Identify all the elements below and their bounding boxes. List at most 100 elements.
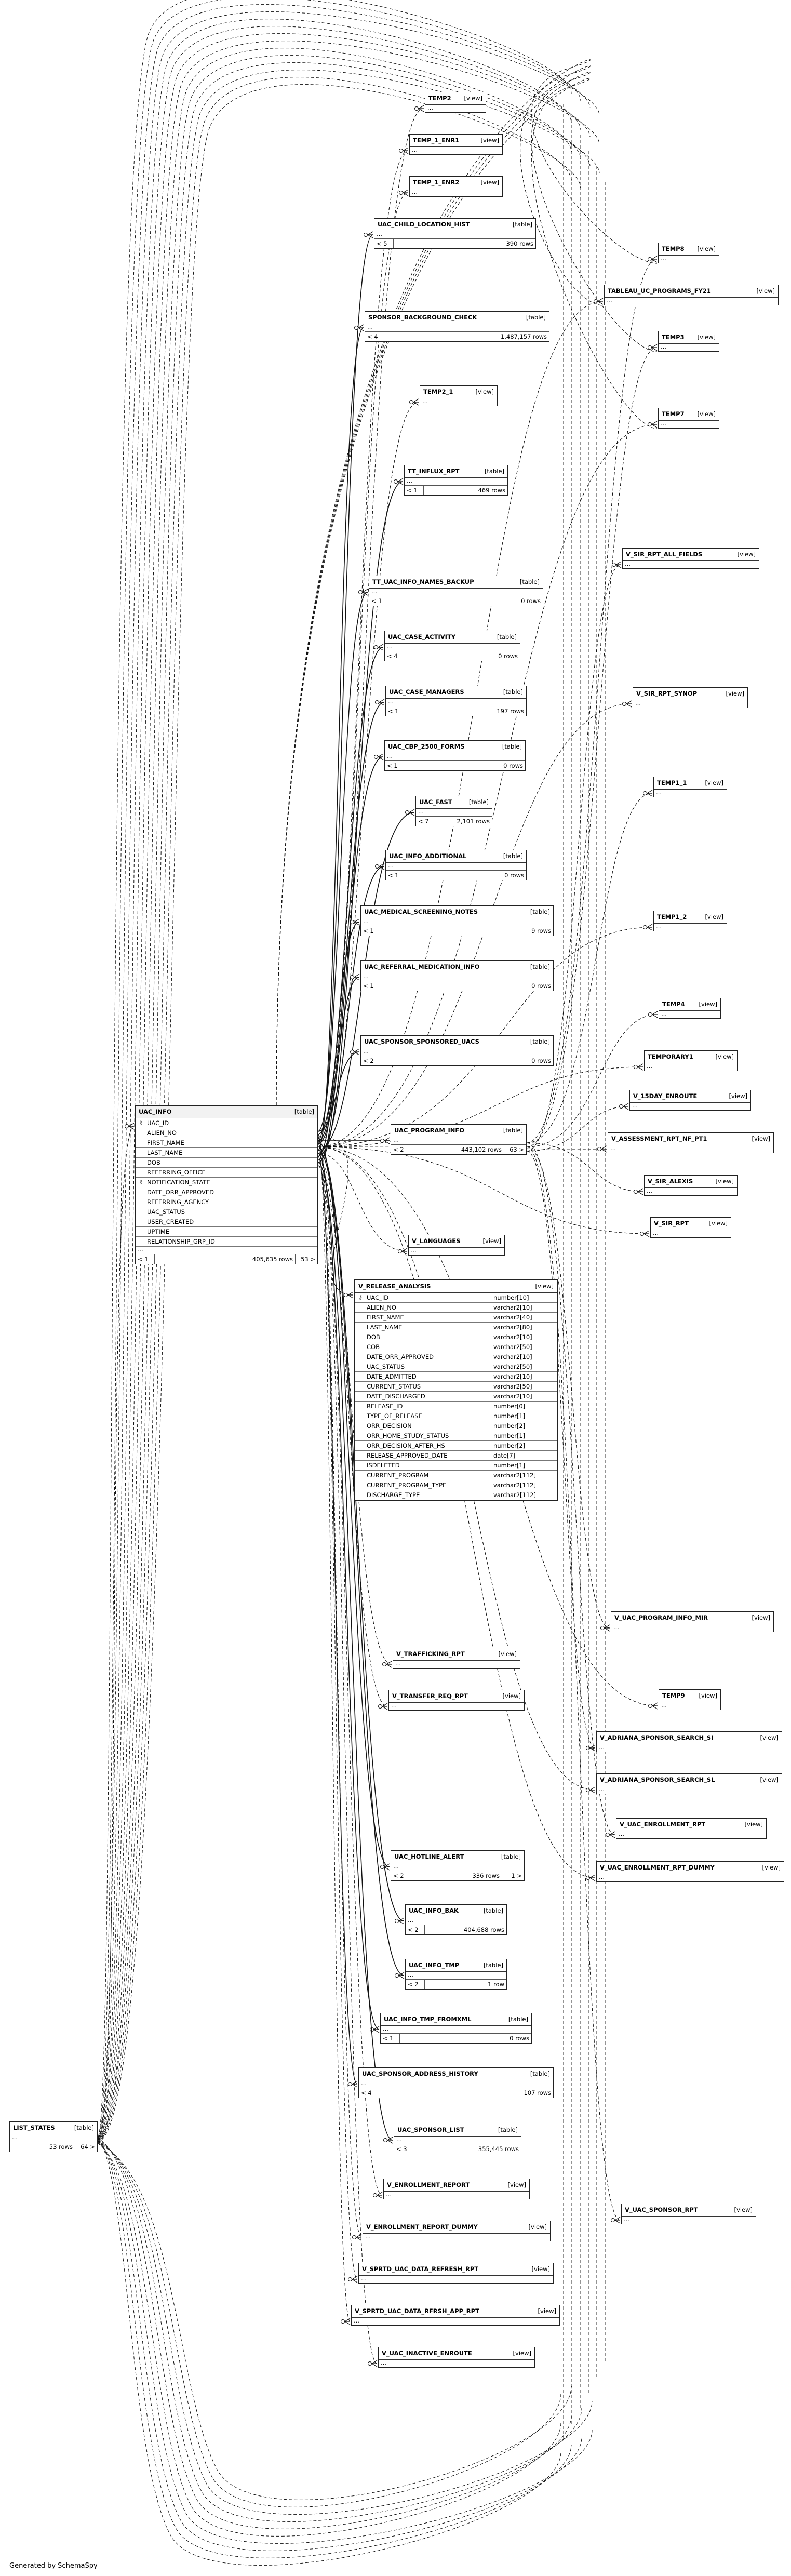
entity-name[interactable]: V_SIR_RPT_SYNOP: [636, 690, 698, 697]
parents-count[interactable]: [10, 2142, 29, 2152]
entity-name[interactable]: UAC_INFO_ADDITIONAL: [389, 852, 467, 860]
entity-name[interactable]: TEMP3: [662, 333, 685, 341]
entity-temporary1[interactable]: TEMPORARY1[view]…: [644, 1050, 738, 1071]
entity-temp2[interactable]: TEMP2[view]…: [425, 92, 486, 113]
entity-name[interactable]: V_UAC_SPONSOR_RPT: [625, 2206, 698, 2213]
entity-name[interactable]: V_15DAY_ENROUTE: [633, 1092, 698, 1100]
entity-name[interactable]: V_TRANSFER_REQ_RPT: [392, 1692, 468, 1700]
parents-count[interactable]: < 1: [386, 871, 405, 880]
parents-count[interactable]: < 4: [365, 332, 384, 341]
entity-name[interactable]: TEMP7: [662, 410, 685, 418]
entity-name[interactable]: UAC_CBP_2500_FORMS: [388, 743, 465, 750]
parents-count[interactable]: < 1: [405, 486, 424, 495]
children-count[interactable]: 53 >: [301, 1256, 315, 1263]
entity-name[interactable]: V_SIR_RPT: [654, 1220, 689, 1227]
entity-name[interactable]: V_SIR_RPT_ALL_FIELDS: [626, 551, 703, 558]
entity-v-uac-enrollment-rpt[interactable]: V_UAC_ENROLLMENT_RPT[view]…: [616, 1818, 767, 1839]
entity-name[interactable]: V_ENROLLMENT_REPORT_DUMMY: [366, 2223, 478, 2231]
entity-name[interactable]: TEMP1_2: [657, 913, 687, 920]
entity-name[interactable]: UAC_CASE_MANAGERS: [389, 688, 464, 696]
entity-v-sprtd-uac-data-rfrsh-app-rpt[interactable]: V_SPRTD_UAC_DATA_RFRSH_APP_RPT[view]…: [351, 2305, 560, 2326]
entity-v-assessment-rpt-nf-pt1[interactable]: V_ASSESSMENT_RPT_NF_PT1[view]…: [608, 1132, 774, 1153]
entity-name[interactable]: TT_UAC_INFO_NAMES_BACKUP: [372, 578, 474, 585]
entity-v-sir-rpt-synop[interactable]: V_SIR_RPT_SYNOP[view]…: [633, 687, 748, 708]
entity-name[interactable]: V_ADRIANA_SPONSOR_SEARCH_SL: [600, 1776, 715, 1783]
entity-temp-1-enr2[interactable]: TEMP_1_ENR2[view]…: [409, 176, 503, 197]
entity-name[interactable]: TABLEAU_UC_PROGRAMS_FY21: [608, 287, 711, 295]
entity-name[interactable]: UAC_SPONSOR_ADDRESS_HISTORY: [362, 2070, 478, 2077]
entity-v-sir-rpt[interactable]: V_SIR_RPT[view]…: [650, 1217, 731, 1238]
parents-count[interactable]: < 2: [406, 1980, 425, 1989]
entity-name[interactable]: V_UAC_PROGRAM_INFO_MIR: [614, 1614, 708, 1621]
entity-name[interactable]: UAC_INFO: [139, 1108, 172, 1115]
entity-name[interactable]: UAC_INFO_TMP_FROMXML: [384, 2016, 472, 2023]
entity-name[interactable]: UAC_INFO_BAK: [409, 1907, 459, 1914]
entity-name[interactable]: TEMP_1_ENR1: [413, 137, 460, 144]
entity-name[interactable]: UAC_HOTLINE_ALERT: [394, 1853, 464, 1860]
entity-name[interactable]: UAC_PROGRAM_INFO: [394, 1127, 465, 1134]
entity-v-transfer-req-rpt[interactable]: V_TRANSFER_REQ_RPT[view]…: [388, 1690, 525, 1711]
entity-name[interactable]: TEMPORARY1: [648, 1053, 693, 1060]
entity-name[interactable]: V_ADRIANA_SPONSOR_SEARCH_SI: [600, 1734, 714, 1741]
parents-count[interactable]: < 1: [381, 2034, 400, 2043]
entity-v-uac-program-info-mir[interactable]: V_UAC_PROGRAM_INFO_MIR[view]…: [611, 1611, 774, 1632]
parents-count[interactable]: < 2: [361, 1056, 380, 1065]
entity-v-adriana-sponsor-search-si[interactable]: V_ADRIANA_SPONSOR_SEARCH_SI[view]…: [596, 1731, 782, 1752]
entity-v-15day-enroute[interactable]: V_15DAY_ENROUTE[view]…: [629, 1090, 751, 1111]
entity-name[interactable]: UAC_CASE_ACTIVITY: [388, 633, 456, 640]
entity-name[interactable]: V_UAC_ENROLLMENT_RPT_DUMMY: [600, 1864, 715, 1871]
entity-name[interactable]: TEMP9: [662, 1692, 685, 1699]
entity-v-uac-sponsor-rpt[interactable]: V_UAC_SPONSOR_RPT[view]…: [621, 2204, 756, 2224]
entity-tableau-uc-programs-fy21[interactable]: TABLEAU_UC_PROGRAMS_FY21[view]…: [604, 285, 779, 305]
entity-temp1-1[interactable]: TEMP1_1[view]…: [653, 777, 727, 797]
entity-temp9[interactable]: TEMP9[view]…: [659, 1689, 721, 1710]
entity-v-sir-alexis[interactable]: V_SIR_ALEXIS[view]…: [644, 1175, 738, 1196]
entity-name[interactable]: V_ASSESSMENT_RPT_NF_PT1: [611, 1135, 707, 1142]
entity-name[interactable]: UAC_FAST: [419, 798, 452, 806]
parents-count[interactable]: < 4: [385, 651, 404, 661]
entity-name[interactable]: UAC_CHILD_LOCATION_HIST: [378, 221, 470, 228]
entity-v-uac-inactive-enroute[interactable]: V_UAC_INACTIVE_ENROUTE[view]…: [378, 2347, 535, 2368]
entity-name[interactable]: V_SPRTD_UAC_DATA_REFRESH_RPT: [362, 2265, 479, 2273]
parents-count[interactable]: < 5: [374, 239, 394, 248]
entity-temp8[interactable]: TEMP8[view]…: [658, 243, 719, 263]
entity-name[interactable]: V_UAC_INACTIVE_ENROUTE: [382, 2350, 472, 2357]
parents-count[interactable]: < 7: [416, 817, 435, 826]
children-count[interactable]: 1 >: [511, 1872, 522, 1879]
entity-name[interactable]: LIST_STATES: [13, 2124, 55, 2131]
parents-count[interactable]: < 4: [359, 2088, 378, 2098]
entity-name[interactable]: TT_INFLUX_RPT: [408, 468, 460, 475]
entity-v-sprtd-uac-data-refresh-rpt[interactable]: V_SPRTD_UAC_DATA_REFRESH_RPT[view]…: [358, 2263, 554, 2284]
entity-name[interactable]: UAC_SPONSOR_SPONSORED_UACS: [364, 1038, 479, 1045]
entity-temp3[interactable]: TEMP3[view]…: [658, 331, 719, 352]
entity-temp1-2[interactable]: TEMP1_2[view]…: [653, 911, 727, 931]
entity-name[interactable]: V_ENROLLMENT_REPORT: [387, 2181, 470, 2188]
children-count[interactable]: 63 >: [510, 1146, 524, 1153]
entity-name[interactable]: TEMP2_1: [423, 388, 453, 395]
parents-count[interactable]: < 1: [386, 706, 405, 716]
entity-name[interactable]: UAC_SPONSOR_LIST: [397, 2126, 464, 2133]
entity-v-enrollment-report-dummy[interactable]: V_ENROLLMENT_REPORT_DUMMY[view]…: [363, 2221, 551, 2241]
entity-name[interactable]: V_SPRTD_UAC_DATA_RFRSH_APP_RPT: [355, 2307, 479, 2315]
entity-name[interactable]: V_SIR_ALEXIS: [648, 1178, 693, 1185]
parents-count[interactable]: < 2: [391, 1145, 410, 1154]
entity-temp7[interactable]: TEMP7[view]…: [658, 408, 719, 429]
entity-v-uac-enrollment-rpt-dummy[interactable]: V_UAC_ENROLLMENT_RPT_DUMMY[view]…: [596, 1861, 784, 1882]
